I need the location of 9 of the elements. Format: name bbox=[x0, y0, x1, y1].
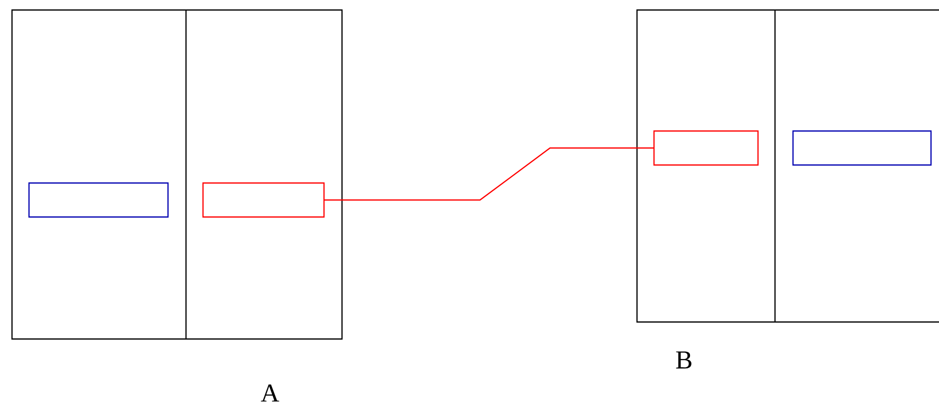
node-label: B bbox=[676, 351, 692, 369]
slot-box bbox=[28, 182, 169, 218]
slot-box bbox=[202, 182, 325, 218]
node-label: A bbox=[260, 384, 280, 402]
slot-box bbox=[792, 130, 932, 166]
panel-box: B bbox=[636, 9, 939, 369]
connector-line bbox=[324, 147, 654, 201]
panel-box: A bbox=[11, 9, 343, 402]
slot-box bbox=[653, 130, 759, 166]
